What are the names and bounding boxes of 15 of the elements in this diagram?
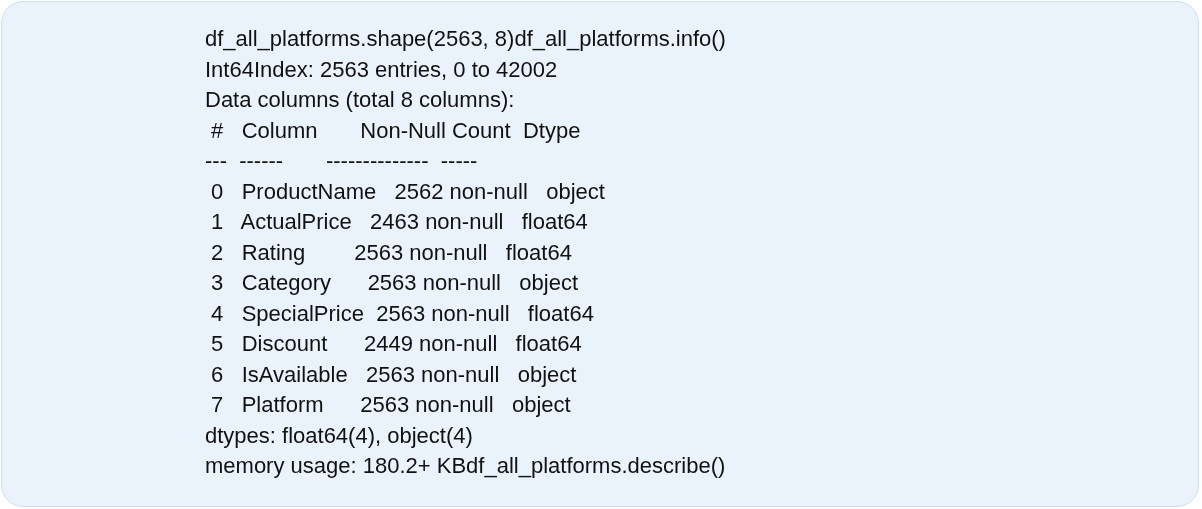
output-line: # Column Non-Null Count Dtype	[210, 116, 581, 145]
output-line: 6 IsAvailable 2563 non-null object	[210, 360, 577, 389]
output-line: dtypes: float64(4), object(4)	[205, 421, 473, 450]
output-line: Int64Index: 2563 entries, 0 to 42002	[205, 55, 558, 84]
output-line: df_all_platforms.shape(2563, 8)df_all_platforms.info()	[205, 25, 726, 53]
output-line: 0 ProductName 2562 non-null object	[210, 177, 605, 206]
output-line: 1 ActualPrice 2463 non-null float64	[210, 208, 588, 236]
output-line: 2 Rating 2563 non-null float64	[210, 238, 572, 267]
output-line: memory usage: 180.2+ KBdf_all_platforms.describe()	[205, 452, 726, 480]
output-line: 7 Platform 2563 non-null object	[210, 391, 571, 419]
output-line: 4 SpecialPrice 2563 non-null float64	[210, 299, 594, 328]
output-line: --- ------ -------------- -----	[205, 147, 478, 175]
output-line: 3 Category 2563 non-null object	[210, 269, 578, 297]
output-line: Data columns (total 8 columns):	[205, 86, 515, 114]
output-line: 5 Discount 2449 non-null float64	[210, 330, 582, 358]
